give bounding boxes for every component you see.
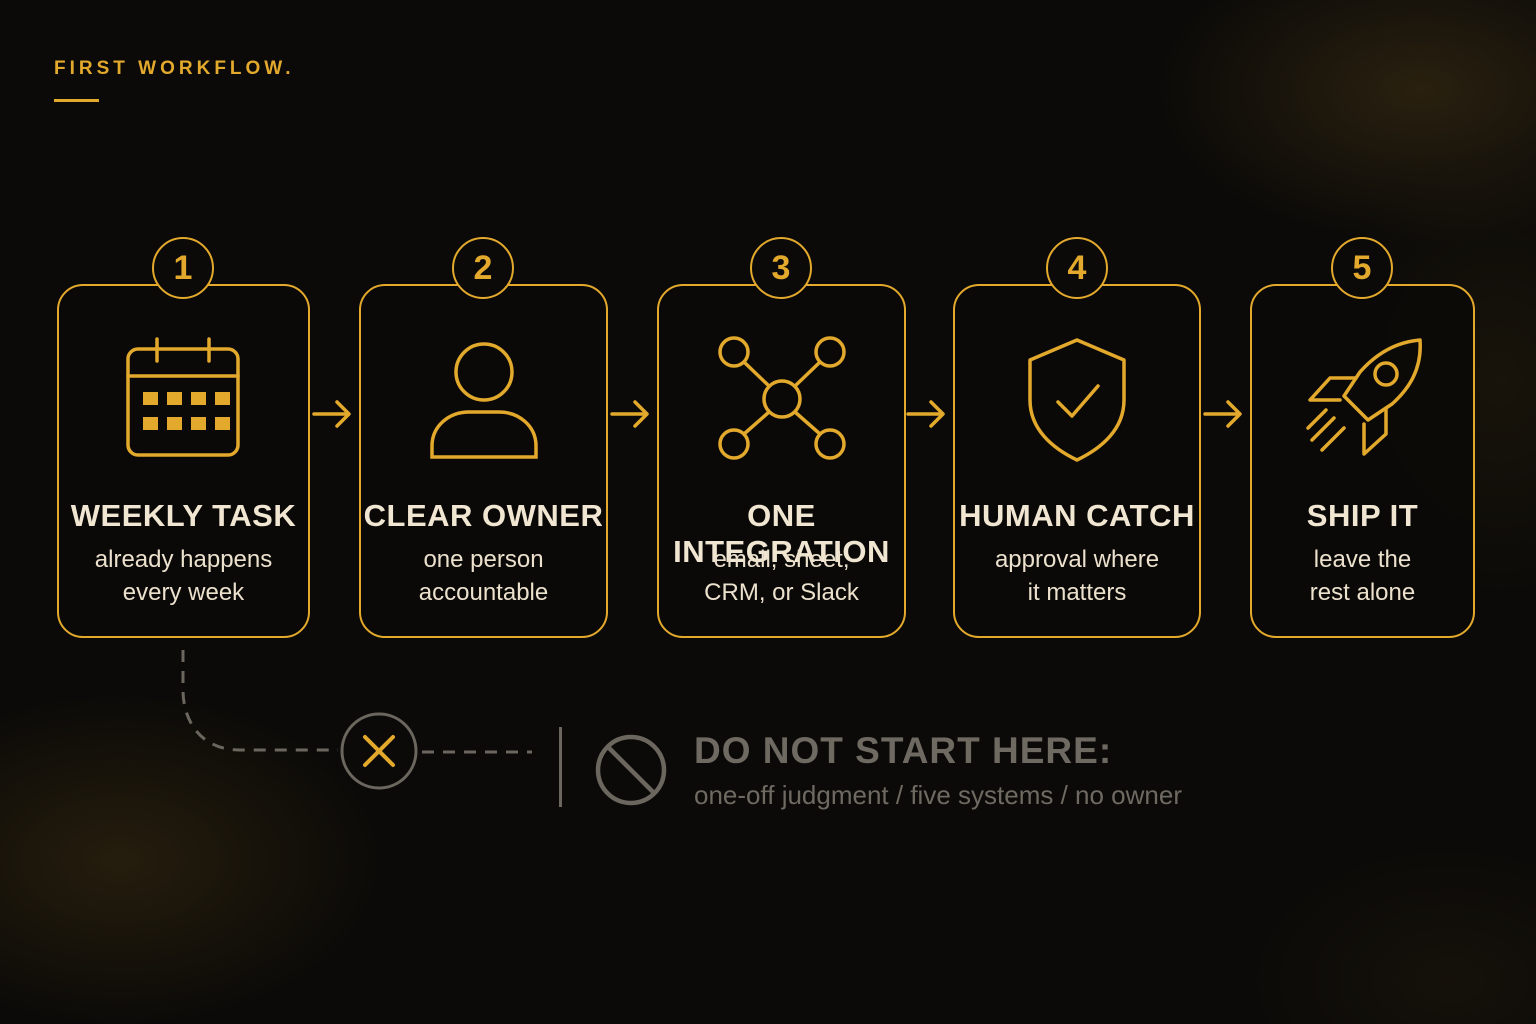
calendar-icon — [59, 334, 308, 464]
step-card-4: HUMAN CATCH approval where it matters — [953, 284, 1201, 638]
title-underline — [54, 99, 99, 102]
warning-title: DO NOT START HERE: — [694, 730, 1113, 771]
shield-check-icon — [955, 334, 1199, 464]
dashed-connector — [181, 650, 532, 754]
arrow-right-icon — [1203, 400, 1242, 428]
step-description: accountable — [418, 579, 549, 606]
step-title: ONE INTEGRATION — [673, 498, 890, 569]
divider — [559, 727, 562, 807]
step-description: leave the — [1313, 546, 1412, 573]
page-title: FIRST WORKFLOW. — [54, 58, 295, 79]
step-number-badge-4: 4 — [1046, 237, 1108, 299]
step-number-badge-2: 2 — [452, 237, 514, 299]
arrow-right-icon — [906, 400, 945, 428]
arrow-right-icon — [312, 400, 351, 428]
step-card-3: ONE INTEGRATION email, sheet, CRM, or Sl… — [657, 284, 906, 638]
step-title: SHIP IT — [1306, 498, 1419, 533]
warning-subtitle: one-off judgment / five systems / no own… — [694, 780, 1182, 810]
step-number-badge-5: 5 — [1331, 237, 1393, 299]
step-title: HUMAN CATCH — [959, 498, 1195, 533]
step-description: already happens — [94, 546, 273, 573]
step-title: CLEAR OWNER — [363, 498, 604, 533]
step-description: approval where — [994, 546, 1160, 573]
step-card-5: SHIP IT leave the rest alone — [1250, 284, 1475, 638]
person-icon — [361, 334, 606, 464]
step-description: one person — [423, 546, 544, 573]
prohibited-icon — [595, 734, 667, 806]
step-description: CRM, or Slack — [704, 579, 859, 606]
step-description: every week — [122, 579, 245, 606]
x-circle-icon — [340, 712, 418, 790]
step-description: rest alone — [1309, 579, 1416, 606]
arrow-right-icon — [610, 400, 649, 428]
step-number-badge-3: 3 — [750, 237, 812, 299]
step-card-1: WEEKLY TASK already happens every week — [57, 284, 310, 638]
step-description: email, sheet, — [713, 546, 850, 573]
step-number-badge-1: 1 — [152, 237, 214, 299]
step-description: it matters — [1027, 579, 1127, 606]
step-card-2: CLEAR OWNER one person accountable — [359, 284, 608, 638]
network-icon — [659, 334, 904, 464]
step-title: WEEKLY TASK — [70, 498, 297, 533]
rocket-icon — [1252, 334, 1473, 464]
